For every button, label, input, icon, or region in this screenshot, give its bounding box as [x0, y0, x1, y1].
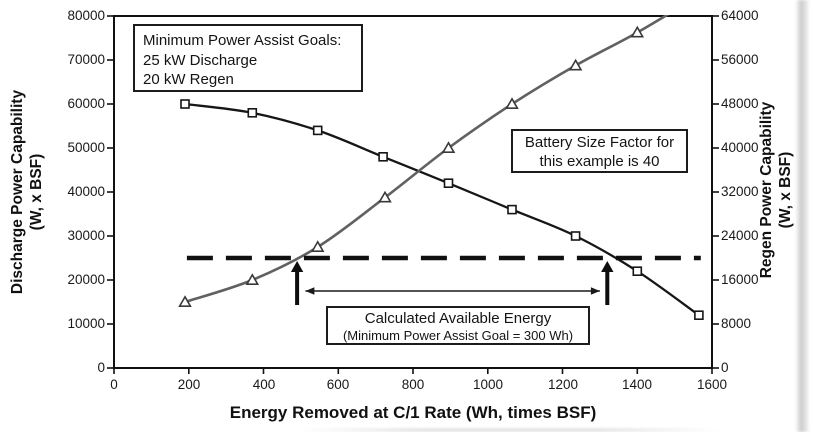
energy-line1: Calculated Available Energy — [364, 310, 552, 327]
y-right-tick-label: 64000 — [721, 8, 759, 23]
y-left-tick-label: 10000 — [67, 316, 105, 331]
y-left-tick-label: 40000 — [67, 184, 105, 199]
goals-line1: Minimum Power Assist Goals: — [143, 32, 342, 49]
x-tick-label: 800 — [401, 377, 425, 392]
y-right-tick-label: 24000 — [721, 228, 759, 243]
x-tick-label: 0 — [110, 377, 118, 392]
bsf-line2: this example is 40 — [539, 152, 660, 170]
goals-line2: 25 kW Discharge — [143, 51, 258, 69]
y-left-title-line1: Discharge Power Capability — [9, 89, 26, 295]
bsf-line1: Battery Size Factor for — [524, 134, 675, 151]
y-left-tick-label: 30000 — [67, 228, 105, 243]
x-axis-title: Energy Removed at C/1 Rate (Wh, times BS… — [229, 403, 597, 422]
y-left-tick-label: 80000 — [67, 8, 105, 23]
regen-markers — [178, 25, 645, 307]
y-left-title-line2: (W, x BSF) — [28, 153, 45, 231]
x-tick-label: 400 — [252, 377, 276, 392]
power-assist-goals-annotation: Minimum Power Assist Goals: 25 kW Discha… — [133, 24, 363, 92]
discharge-markers — [180, 99, 704, 321]
y-right-tick-label: 40000 — [721, 140, 759, 155]
x-tick-label: 200 — [177, 377, 201, 392]
plot-frame — [107, 15, 719, 374]
y-left-tick-label: 50000 — [67, 140, 105, 155]
y-right-title-line2: (W, x BSF) — [777, 151, 794, 229]
y-left-tick-label: 0 — [97, 360, 105, 375]
x-tick-label: 1200 — [547, 377, 579, 392]
available-energy-span-arrow — [305, 287, 600, 295]
y-right-tick-label: 48000 — [721, 96, 759, 111]
y-left-tick-label: 20000 — [67, 272, 105, 287]
y-right-tick-label: 8000 — [721, 316, 752, 331]
x-tick-label: 1400 — [621, 377, 653, 392]
available-energy-annotation: Calculated Available Energy (Minimum Pow… — [326, 306, 590, 345]
energy-line2: (Minimum Power Assist Goal = 300 Wh) — [342, 328, 574, 343]
x-tick-label: 1600 — [696, 377, 728, 392]
x-tick-label: 1000 — [472, 377, 504, 392]
y-right-tick-label: 0 — [721, 360, 729, 375]
y-right-tick-label: 16000 — [721, 272, 759, 287]
y-right-tick-label: 32000 — [721, 184, 759, 199]
y-left-tick-label: 60000 — [67, 96, 105, 111]
available-energy-vertical-arrows — [290, 261, 614, 305]
x-tick-label: 600 — [326, 377, 350, 392]
goals-line3: 20 kW Regen — [143, 71, 234, 88]
y-axis-left-title: Discharge Power Capability (W, x BSF) — [8, 12, 48, 372]
y-left-tick-label: 70000 — [67, 52, 105, 67]
y-right-title-line1: Regen Power Capability — [758, 101, 775, 279]
y-right-tick-label: 56000 — [721, 52, 759, 67]
battery-size-factor-annotation: Battery Size Factor for this example is … — [511, 129, 688, 173]
y-axis-right-title: Regen Power Capability (W, x BSF) — [757, 10, 797, 370]
